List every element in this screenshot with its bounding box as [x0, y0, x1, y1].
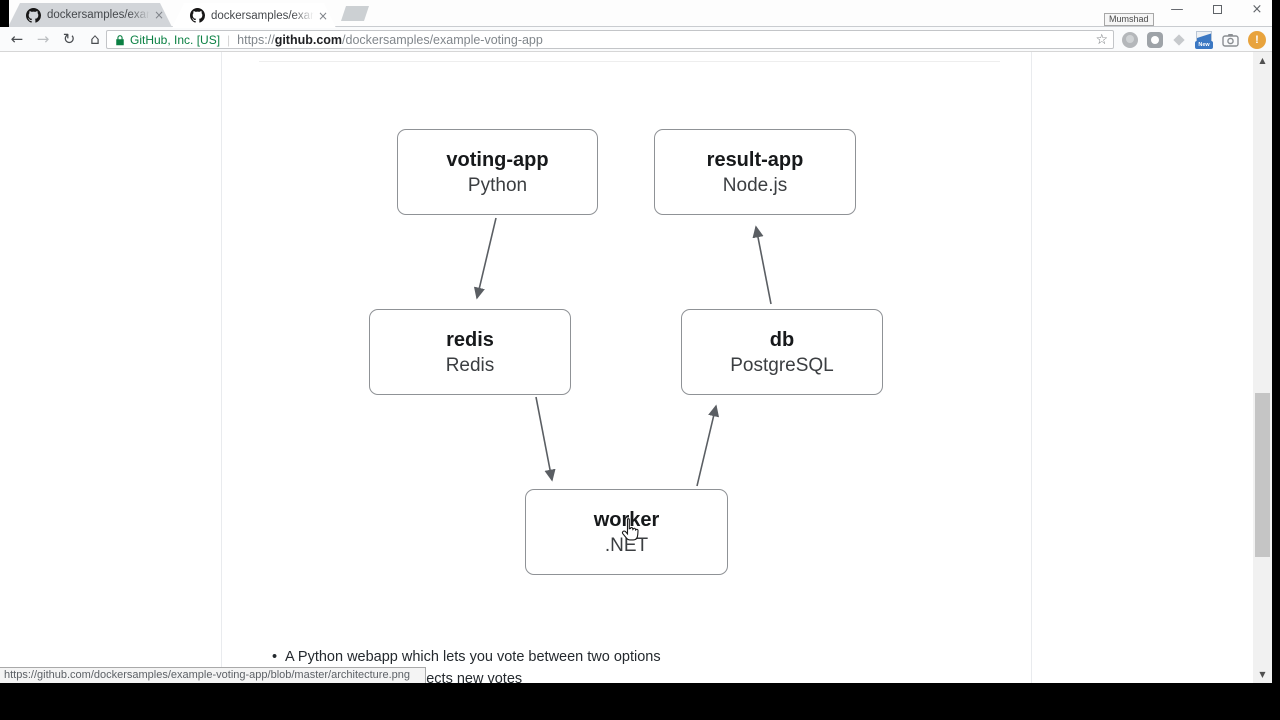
forward-icon[interactable]: → — [36, 30, 50, 48]
reload-icon[interactable]: ↻ — [62, 30, 76, 48]
screen-corner-notch — [0, 0, 9, 27]
architecture-diagram-image[interactable]: voting-app Python result-app Node.js red… — [0, 52, 1272, 683]
diagram-node-voting-app: voting-app Python — [397, 129, 598, 215]
diagram-node-result-app: result-app Node.js — [654, 129, 856, 215]
readme-left-border — [221, 52, 222, 683]
section-divider — [259, 61, 1000, 62]
readme-bullet-item: •A Python webapp which lets you vote bet… — [272, 649, 661, 665]
extension-icon[interactable] — [1147, 31, 1163, 48]
extension-icon[interactable] — [1122, 31, 1138, 48]
readme-bullet-item-partial: lects new votes — [423, 671, 523, 683]
node-title: worker — [593, 508, 660, 531]
extension-icon[interactable] — [1173, 33, 1185, 46]
browser-toolbar: ← → ↻ ⌂ GitHub, Inc. [US] | https://gith… — [0, 27, 1272, 52]
diagram-node-db: db PostgreSQL — [681, 309, 883, 395]
tab-strip: dockersamples/example × dockersamples/ex… — [0, 0, 1272, 27]
url-text[interactable]: https://github.com/dockersamples/example… — [237, 32, 543, 47]
github-favicon-icon — [190, 8, 205, 23]
tab-title: dockersamples/example — [47, 9, 147, 21]
node-subtitle: .NET — [604, 534, 649, 556]
github-favicon-icon — [26, 8, 41, 23]
link-status-bubble: https://github.com/dockersamples/example… — [0, 667, 426, 683]
back-icon[interactable]: ← — [10, 30, 24, 48]
extension-image — [1196, 30, 1212, 42]
security-label[interactable]: GitHub, Inc. [US] — [130, 32, 221, 47]
profile-name-tooltip: Mumshad — [1104, 13, 1154, 26]
vertical-scrollbar[interactable]: ▲ ▼ — [1253, 52, 1272, 683]
bullet-icon: • — [272, 649, 278, 665]
hand-cursor-icon — [621, 518, 639, 541]
home-icon[interactable]: ⌂ — [90, 30, 100, 48]
extension-new-icon[interactable]: New — [1195, 30, 1213, 49]
maximize-button[interactable] — [1210, 0, 1224, 20]
node-title: redis — [446, 328, 494, 351]
node-title: db — [769, 328, 795, 351]
node-subtitle: Redis — [445, 354, 495, 376]
omnibox-divider: | — [227, 32, 231, 47]
address-bar[interactable]: GitHub, Inc. [US] | https://github.com/d… — [106, 30, 1114, 49]
node-subtitle: Node.js — [722, 174, 788, 196]
profile-avatar[interactable]: ! — [1248, 30, 1266, 49]
tab-close-icon[interactable]: × — [153, 8, 164, 22]
node-subtitle: PostgreSQL — [730, 354, 834, 376]
tab-close-icon[interactable]: × — [317, 8, 328, 23]
node-title: result-app — [706, 148, 804, 171]
bookmark-star-icon[interactable]: ☆ — [1095, 32, 1108, 48]
tab-dockersamples-1[interactable]: dockersamples/example × — [8, 3, 172, 27]
diagram-arrows — [473, 217, 772, 487]
lock-icon — [116, 34, 124, 45]
browser-window: dockersamples/example × dockersamples/ex… — [0, 0, 1272, 683]
tab-dockersamples-2-active[interactable]: dockersamples/example × — [172, 3, 336, 28]
readme-right-border — [1031, 52, 1032, 683]
tab-title: dockersamples/example — [211, 9, 311, 22]
scrollbar-thumb[interactable] — [1255, 393, 1270, 557]
node-title: voting-app — [446, 148, 549, 171]
scroll-down-icon[interactable]: ▼ — [1259, 670, 1266, 679]
new-badge: New — [1195, 40, 1213, 49]
page-content: voting-app Python result-app Node.js red… — [0, 52, 1272, 683]
maximize-icon — [1212, 5, 1222, 14]
camera-extension-icon[interactable] — [1222, 33, 1239, 47]
scroll-up-icon[interactable]: ▲ — [1259, 56, 1266, 65]
node-subtitle: Python — [467, 174, 528, 196]
window-controls: — × — [1170, 0, 1264, 20]
new-tab-button[interactable] — [341, 6, 369, 21]
close-button[interactable]: × — [1251, 2, 1263, 17]
extensions-row: New ! — [1122, 27, 1266, 52]
minimize-button[interactable]: — — [1170, 2, 1184, 17]
diagram-node-redis: redis Redis — [369, 309, 571, 395]
